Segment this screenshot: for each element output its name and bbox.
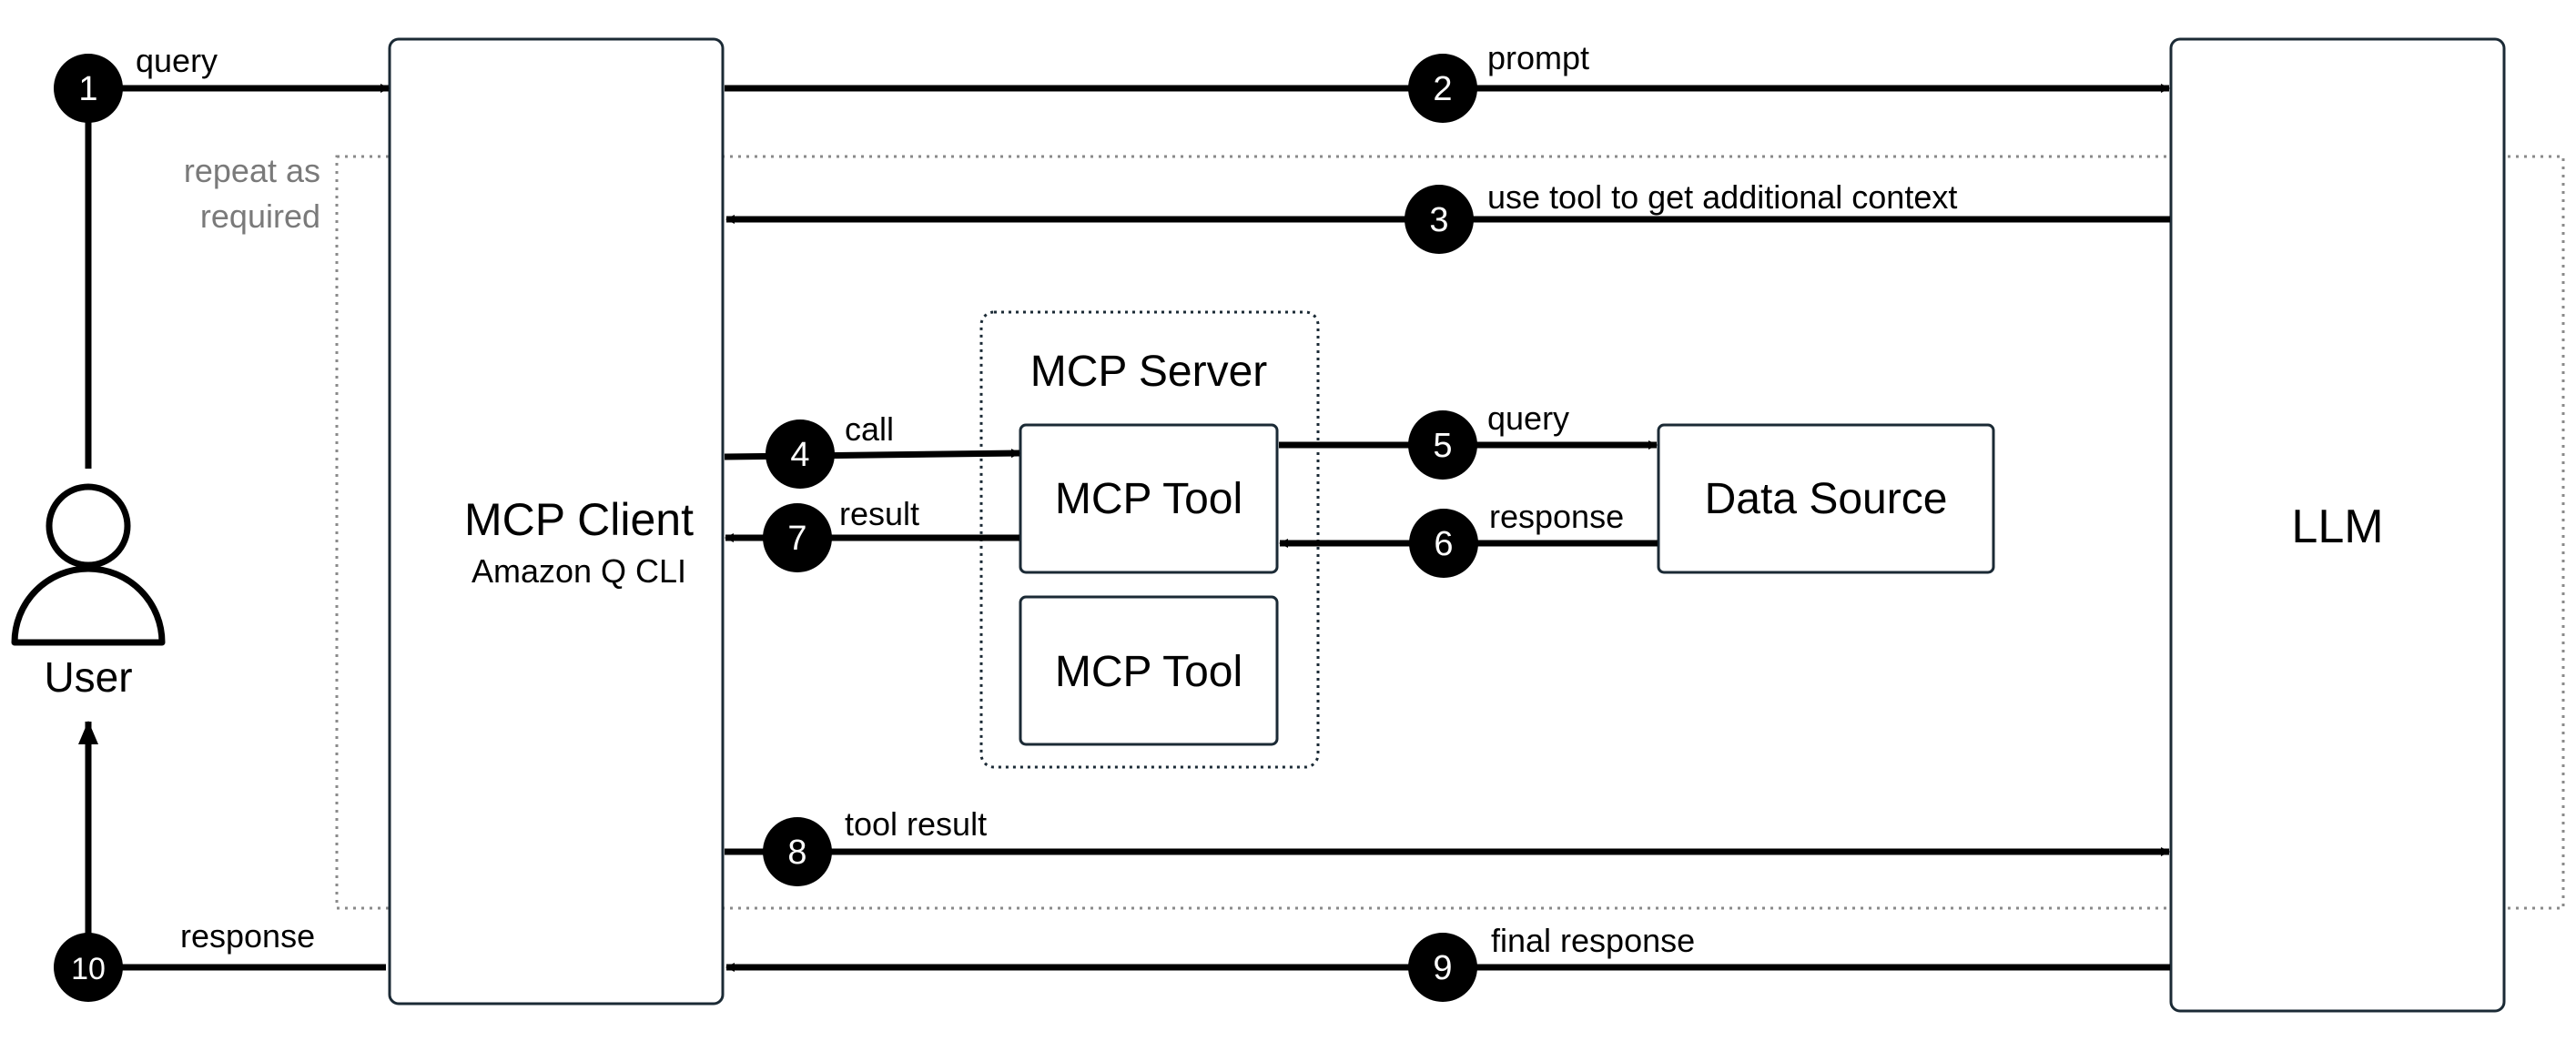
step-badge-7: 7: [763, 503, 832, 572]
mcp-client-subtitle: Amazon Q CLI: [472, 552, 686, 590]
mcp-client-title: MCP Client: [464, 494, 694, 545]
user-label: User: [44, 653, 132, 701]
step-badge-4: 4: [766, 419, 835, 489]
step-badge-7-number: 7: [787, 520, 806, 558]
user-icon: [11, 483, 166, 646]
mcp-tool-label-1: MCP Tool: [1055, 475, 1242, 523]
step-badge-10-number: 10: [71, 952, 106, 986]
mcp-tool-label-2: MCP Tool: [1055, 648, 1242, 696]
step-badge-9: 9: [1408, 933, 1477, 1002]
llm-box: [2169, 37, 2506, 1013]
step-badge-10: 10: [54, 933, 123, 1002]
mcp-server-title: MCP Server: [1030, 348, 1268, 396]
step-badge-3-number: 3: [1429, 201, 1448, 239]
step-badge-8-number: 8: [787, 834, 806, 872]
data-source-label: Data Source: [1705, 475, 1948, 523]
step-badge-2: 2: [1408, 54, 1477, 123]
step-badge-4-number: 4: [790, 436, 809, 474]
step-7-label: result: [839, 495, 919, 532]
repeat-region-label-line2: required: [200, 197, 320, 235]
step-badge-9-number: 9: [1433, 949, 1452, 987]
mcp-tool-box-1: [1019, 423, 1279, 574]
step-badge-6: 6: [1409, 509, 1478, 578]
step-4-label: call: [845, 410, 894, 448]
step-badge-2-number: 2: [1433, 70, 1452, 108]
step-8-label: tool result: [845, 805, 987, 843]
step-9-label: final response: [1491, 922, 1695, 959]
step-badge-1: 1: [54, 54, 123, 123]
repeat-region-label-line1: repeat as: [184, 152, 320, 189]
step-5-label: query: [1487, 399, 1569, 437]
step-badge-5-number: 5: [1433, 427, 1452, 465]
step-2-label: prompt: [1487, 39, 1589, 76]
step-badge-8: 8: [763, 817, 832, 886]
step-1-label: query: [136, 42, 218, 79]
mcp-client-box: [388, 37, 725, 1006]
step-badge-1-number: 1: [78, 70, 97, 108]
repeat-region-border: [335, 155, 2565, 910]
mcp-tool-box-2: [1019, 595, 1279, 746]
llm-label: LLM: [2291, 500, 2383, 553]
step-badge-5: 5: [1408, 410, 1477, 480]
step-badge-3: 3: [1405, 185, 1474, 254]
step-badge-6-number: 6: [1434, 525, 1453, 563]
step-6-label: response: [1489, 498, 1624, 535]
step-10-label: response: [180, 917, 315, 955]
data-source-box: [1657, 423, 1995, 574]
step-3-label: use tool to get additional context: [1487, 178, 1957, 216]
